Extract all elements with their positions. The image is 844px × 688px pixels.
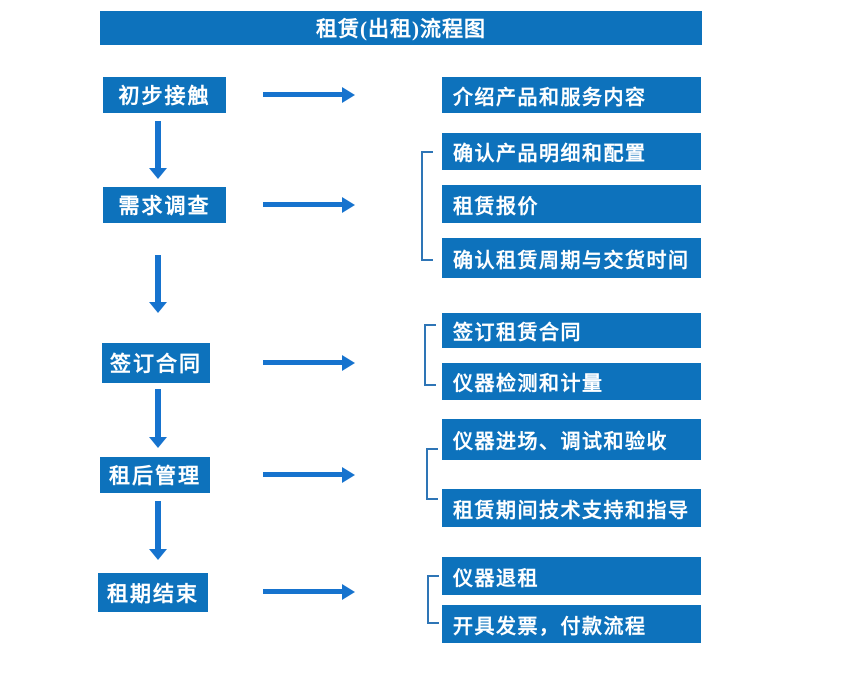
arrow-down-2 bbox=[149, 255, 167, 313]
output-box-instrument-return: 仪器退租 bbox=[442, 557, 701, 595]
bracket-group-2 bbox=[421, 151, 433, 261]
output-box-introduce-products: 介绍产品和服务内容 bbox=[442, 77, 701, 113]
arrow-right-3 bbox=[263, 355, 355, 371]
output-box-technical-support: 租赁期间技术支持和指导 bbox=[442, 489, 701, 527]
arrow-right-1 bbox=[263, 87, 355, 103]
output-box-instrument-setup: 仪器进场、调试和验收 bbox=[442, 419, 701, 460]
arrow-down-4 bbox=[149, 501, 167, 560]
bracket-group-5 bbox=[427, 575, 439, 624]
step-box-post-rental-management: 租后管理 bbox=[100, 457, 210, 493]
output-box-instrument-testing: 仪器检测和计量 bbox=[442, 363, 701, 400]
output-box-confirm-rental-period: 确认租赁周期与交货时间 bbox=[442, 238, 701, 278]
arrow-right-2 bbox=[263, 197, 355, 213]
output-box-sign-rental-contract: 签订租赁合同 bbox=[442, 313, 701, 348]
bracket-group-3 bbox=[424, 324, 436, 386]
bracket-group-4 bbox=[426, 448, 438, 500]
arrow-right-5 bbox=[263, 584, 355, 600]
arrow-down-1 bbox=[149, 121, 167, 179]
output-box-rental-quotation: 租赁报价 bbox=[442, 185, 701, 223]
output-box-confirm-product-details: 确认产品明细和配置 bbox=[442, 133, 701, 170]
step-box-initial-contact: 初步接触 bbox=[103, 77, 226, 113]
step-box-sign-contract: 签订合同 bbox=[102, 343, 210, 383]
arrow-down-3 bbox=[149, 389, 167, 448]
step-box-rental-end: 租期结束 bbox=[98, 573, 208, 612]
step-box-demand-survey: 需求调查 bbox=[103, 187, 226, 223]
flowchart-title: 租赁(出租)流程图 bbox=[100, 11, 702, 45]
arrow-right-4 bbox=[263, 467, 355, 483]
output-box-invoice-payment: 开具发票，付款流程 bbox=[442, 605, 701, 643]
